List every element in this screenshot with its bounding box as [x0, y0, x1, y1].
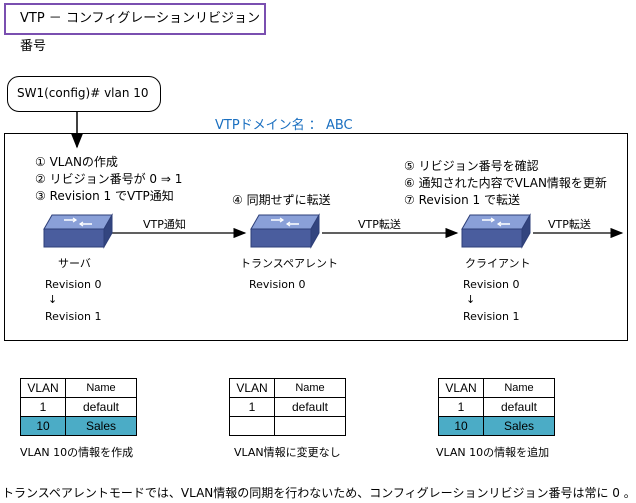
server-note-3: ③ Revision 1 でVTP通知 — [35, 189, 174, 203]
server-label: サーバ — [58, 257, 91, 270]
client-note-2: ⑥ 通知された内容でVLAN情報を更新 — [404, 176, 607, 190]
transparent-switch-icon — [250, 213, 320, 249]
client-rev-arrow: ↓ — [466, 293, 476, 306]
vtp-domain-box — [4, 133, 628, 341]
server-table-caption: VLAN 10の情報を作成 — [20, 446, 134, 459]
client-note-3: ⑦ Revision 1 で転送 — [404, 193, 520, 207]
server-note-2: ② リビジョン番号が 0 ⇒ 1 — [35, 172, 183, 186]
header-name: Name — [65, 378, 137, 398]
client-label: クライアント — [465, 257, 531, 270]
vtp-domain-label: VTPドメイン名 ： ABC — [215, 118, 353, 133]
cell-vlan: 10 — [20, 416, 66, 436]
diagram-title: VTP － コンフィグレーションリビジョン番号 — [20, 11, 261, 54]
table-row: 1 default — [229, 397, 346, 417]
header-vlan: VLAN — [20, 378, 66, 398]
header-vlan: VLAN — [229, 378, 275, 398]
cell-name — [274, 416, 346, 436]
client-rev-before: Revision 0 — [463, 278, 520, 291]
table-header-row: VLAN Name — [438, 378, 555, 398]
cell-name: default — [274, 397, 346, 417]
transparent-label: トランスペアレント — [240, 257, 339, 270]
header-name: Name — [274, 378, 346, 398]
cell-name: Sales — [65, 416, 137, 436]
transparent-note: ④ 同期せずに転送 — [232, 193, 331, 207]
cell-vlan: 1 — [438, 397, 484, 417]
table-row: 1 default — [20, 397, 137, 417]
cell-vlan: 10 — [438, 416, 484, 436]
command-box: SW1(config)# vlan 10 — [7, 76, 161, 112]
client-rev-after: Revision 1 — [463, 310, 520, 323]
header-name: Name — [483, 378, 555, 398]
footer-note: トランスペアレントモードでは、VLAN情報の同期を行わないため、コンフィグレーシ… — [2, 486, 636, 500]
command-text: SW1(config)# vlan 10 — [17, 86, 149, 100]
table-header-row: VLAN Name — [229, 378, 346, 398]
client-vlan-table: VLAN Name 1 default 10 Sales — [438, 378, 555, 436]
table-row-highlighted: 10 Sales — [20, 416, 137, 436]
server-rev-before: Revision 0 — [45, 278, 102, 291]
diagram-title-box: VTP － コンフィグレーションリビジョン番号 — [4, 3, 266, 54]
table-row: 1 default — [438, 397, 555, 417]
edge-notify-label: VTP通知 — [143, 218, 186, 231]
server-rev-arrow: ↓ — [48, 293, 58, 306]
client-switch-icon — [461, 213, 531, 249]
transparent-rev: Revision 0 — [249, 278, 306, 291]
table-row-empty — [229, 416, 346, 436]
cell-name: default — [65, 397, 137, 417]
server-switch-icon — [43, 213, 113, 249]
server-note-1: ① VLANの作成 — [35, 155, 118, 169]
server-rev-after: Revision 1 — [45, 310, 102, 323]
client-note-1: ⑤ リビジョン番号を確認 — [404, 159, 539, 173]
cell-name: Sales — [483, 416, 555, 436]
transparent-vlan-table: VLAN Name 1 default — [229, 378, 346, 436]
table-row-highlighted: 10 Sales — [438, 416, 555, 436]
cell-vlan: 1 — [20, 397, 66, 417]
cell-vlan — [229, 416, 275, 436]
edge-forward1-label: VTP転送 — [358, 218, 401, 231]
cell-vlan: 1 — [229, 397, 275, 417]
server-vlan-table: VLAN Name 1 default 10 Sales — [20, 378, 137, 436]
transparent-table-caption: VLAN情報に変更なし — [234, 446, 341, 459]
client-table-caption: VLAN 10の情報を追加 — [436, 446, 550, 459]
cell-name: default — [483, 397, 555, 417]
table-header-row: VLAN Name — [20, 378, 137, 398]
header-vlan: VLAN — [438, 378, 484, 398]
edge-forward2-label: VTP転送 — [548, 218, 591, 231]
